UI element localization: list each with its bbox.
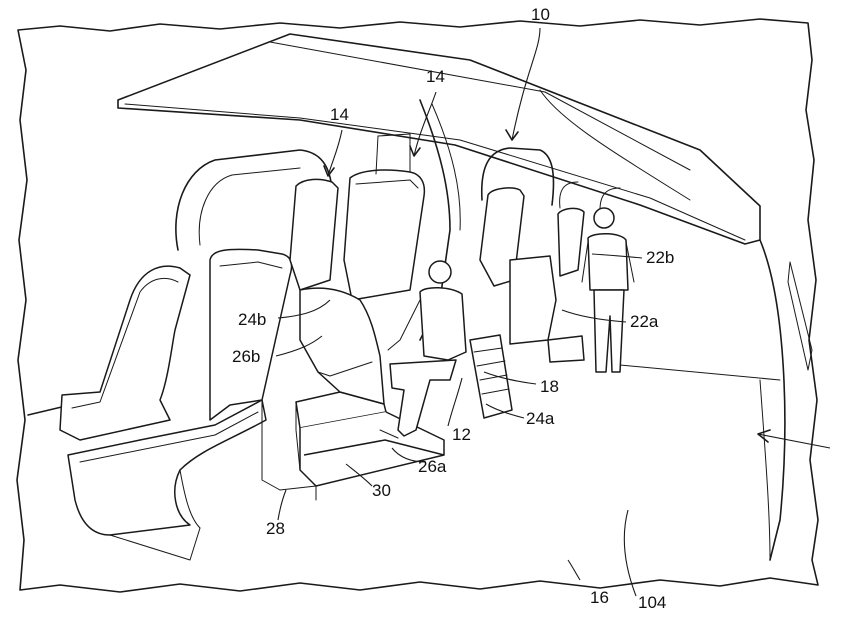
ceiling-panel xyxy=(117,33,761,245)
label-22a: 22a xyxy=(630,312,659,331)
label-14-right: 14 xyxy=(426,67,445,86)
label-14-left: 14 xyxy=(330,105,349,124)
seat-upper-mid-back xyxy=(289,178,339,291)
seat-upper-mid2-back xyxy=(343,169,426,301)
drawing-border xyxy=(16,18,819,593)
window-frame xyxy=(480,147,555,206)
side-wall-right xyxy=(759,239,786,561)
label-26b: 26b xyxy=(232,347,260,366)
passenger-seated xyxy=(379,260,467,439)
label-30: 30 xyxy=(372,481,391,500)
overhead-bin-left xyxy=(175,149,333,251)
stair-frame xyxy=(295,391,387,429)
label-26a: 26a xyxy=(418,457,447,476)
seat-lower-front xyxy=(59,265,191,441)
label-24a: 24a xyxy=(526,409,555,428)
label-22b: 22b xyxy=(646,248,674,267)
seat-upper-left-back xyxy=(209,248,293,421)
direction-arrow xyxy=(757,433,831,449)
stairs-right xyxy=(469,334,513,419)
passenger-standing xyxy=(581,207,635,373)
label-16: 16 xyxy=(590,588,609,607)
label-18: 18 xyxy=(540,377,559,396)
label-104: 104 xyxy=(638,593,666,612)
label-24b: 24b xyxy=(238,310,266,329)
label-12: 12 xyxy=(452,425,471,444)
label-10: 10 xyxy=(531,5,550,24)
label-28: 28 xyxy=(266,519,285,538)
